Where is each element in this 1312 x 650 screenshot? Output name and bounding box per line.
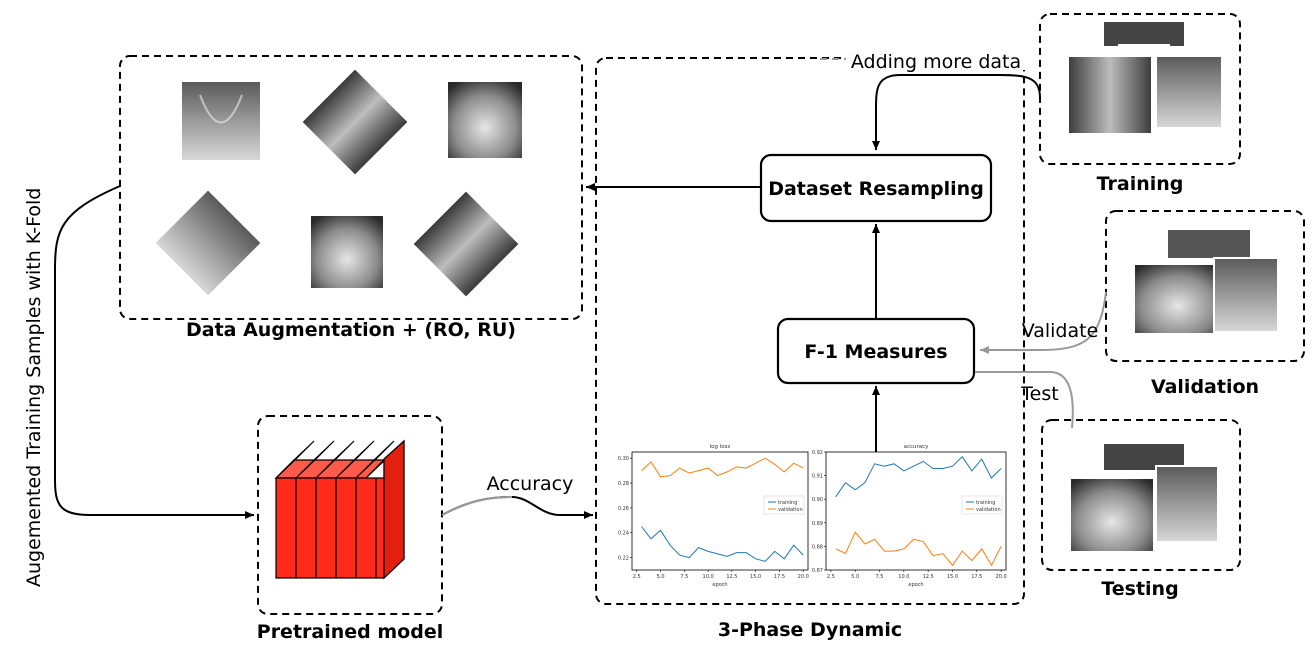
x-tick-label: 10.0 <box>898 574 909 580</box>
testing-images <box>1069 444 1219 553</box>
series-line-validation <box>641 457 804 478</box>
chart-title: accuracy <box>904 444 930 450</box>
augmented-image-2 <box>302 69 408 175</box>
x-tick-label: 15.0 <box>750 574 761 580</box>
dynamic-box <box>595 57 1025 605</box>
y-tick-label: 0.22 <box>618 556 629 562</box>
x-tick-label: 7.5 <box>680 574 688 580</box>
chart-xlabel: epoch <box>712 582 727 588</box>
legend-label: training <box>976 500 995 506</box>
edge-kfold <box>54 185 254 519</box>
legend-label: validation <box>976 507 1001 513</box>
kfold-label: Augemented Training Samples with K-Fold <box>23 188 45 587</box>
x-tick-label: 20.0 <box>798 574 809 580</box>
y-tick-label: 0.92 <box>812 450 823 456</box>
validation-label: Validation <box>1151 376 1259 398</box>
y-tick-label: 0.87 <box>812 568 823 574</box>
adding-more-data-label: Adding more data <box>851 51 1021 73</box>
log-loss-chart: log loss epoch 2.5 5.0 7.5 10.0 12.5 15.0 17.5 20… <box>618 444 809 588</box>
validate-edge-label: Validate <box>1022 320 1099 342</box>
x-tick-label: 10.0 <box>703 574 714 580</box>
y-tick-label: 0.89 <box>812 521 823 527</box>
training-box <box>1039 13 1241 165</box>
augmented-image-3 <box>448 82 522 158</box>
edge-adding-more-data <box>872 74 1041 150</box>
chart-title: log loss <box>710 444 731 450</box>
augmentation-label: Data Augmentation + (RO, RU) <box>186 319 516 341</box>
x-tick-label: 5.0 <box>657 574 665 580</box>
series-line-training <box>641 526 804 562</box>
x-tick-label: 2.5 <box>633 574 641 580</box>
augmented-image-6 <box>413 191 519 297</box>
augmented-image-4 <box>155 190 261 296</box>
y-tick-label: 0.88 <box>812 544 823 550</box>
validation-images <box>1133 230 1279 335</box>
testing-label: Testing <box>1101 578 1178 600</box>
dynamic-label: 3-Phase Dynamic <box>718 619 902 641</box>
series-line-training <box>835 455 1002 498</box>
x-tick-label: 12.5 <box>726 574 737 580</box>
test-edge-label: Test <box>1020 383 1058 405</box>
x-tick-label: 20.0 <box>996 574 1007 580</box>
edge-test <box>975 371 1074 429</box>
y-tick-label: 0.90 <box>812 497 823 503</box>
training-label: Training <box>1097 173 1184 195</box>
x-tick-label: 17.5 <box>971 574 982 580</box>
pretrained-label: Pretrained model <box>257 621 443 643</box>
x-tick-label: 12.5 <box>923 574 934 580</box>
accuracy-chart: accuracy epoch 2.5 5.0 7.5 10.0 12.5 15.0 17.5 20… <box>812 444 1007 588</box>
training-images <box>1067 22 1223 135</box>
validation-box <box>1105 210 1305 362</box>
edge-validate <box>980 291 1107 354</box>
pretrained-model-block-icon <box>274 439 405 580</box>
augmented-image-1 <box>182 82 260 160</box>
series-line-validation <box>835 531 1002 567</box>
edge-accuracy <box>441 495 593 519</box>
f1-label: F-1 Measures <box>804 341 947 363</box>
x-tick-label: 7.5 <box>876 574 884 580</box>
accuracy-edge-label: Accuracy <box>487 473 574 495</box>
y-tick-label: 0.24 <box>618 531 629 537</box>
legend-label: training <box>778 500 797 506</box>
resampling-label: Dataset Resampling <box>768 178 984 200</box>
legend-label: validation <box>778 507 803 513</box>
y-tick-label: 0.28 <box>618 481 629 487</box>
x-tick-label: 5.0 <box>851 574 859 580</box>
y-tick-label: 0.30 <box>618 456 629 462</box>
testing-box <box>1041 419 1241 571</box>
y-tick-label: 0.91 <box>812 474 823 480</box>
augmentation-box <box>119 55 583 320</box>
chart-xlabel: epoch <box>908 582 923 588</box>
y-tick-label: 0.26 <box>618 506 629 512</box>
x-tick-label: 2.5 <box>827 574 835 580</box>
x-tick-label: 17.5 <box>774 574 785 580</box>
augmented-image-5 <box>311 216 383 288</box>
x-tick-label: 15.0 <box>947 574 958 580</box>
